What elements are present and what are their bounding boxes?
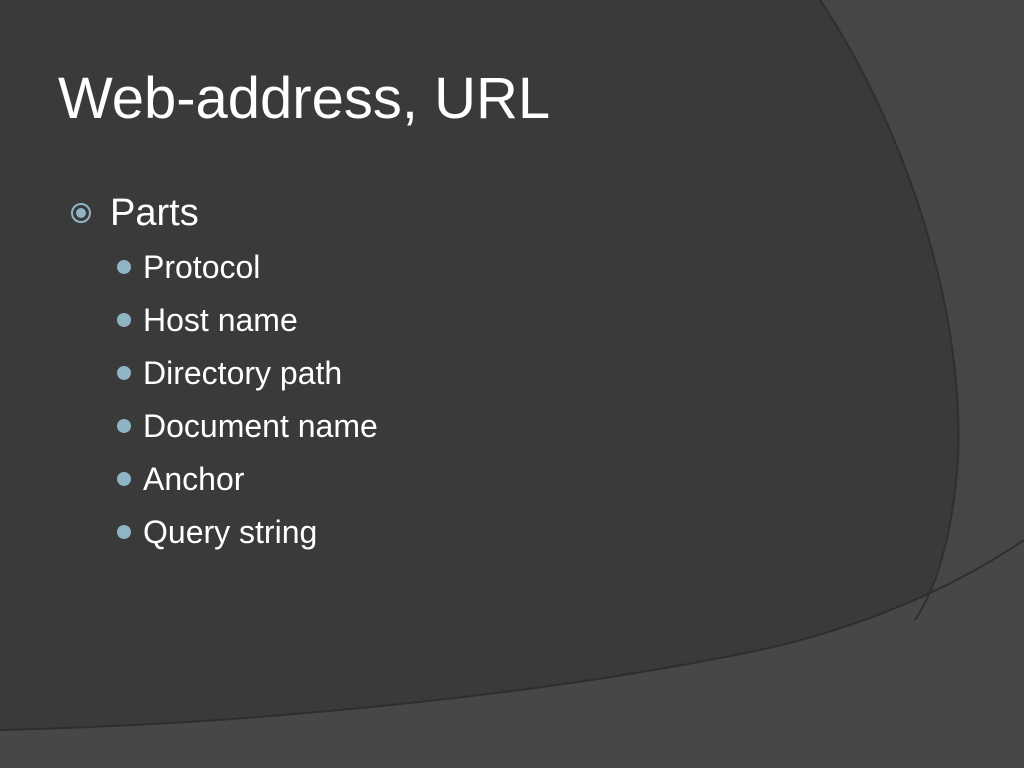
sub-bullet-list: Protocol Host name Directory path Docume…: [70, 242, 770, 560]
list-item-label: Query string: [143, 514, 318, 550]
list-item: Host name: [70, 295, 770, 348]
bottom-arc-line: [0, 539, 1024, 731]
list-item-label: Protocol: [143, 249, 261, 285]
bullet-dot-icon: [117, 366, 131, 380]
list-item: Query string: [70, 507, 770, 560]
circled-dot-icon: [71, 203, 91, 223]
bullet-dot-icon: [117, 525, 131, 539]
list-item: Protocol: [70, 242, 770, 295]
list-item: Directory path: [70, 348, 770, 401]
bullet-dot-icon: [117, 419, 131, 433]
right-arc-line: [819, 0, 960, 621]
bullet-label: Parts: [110, 192, 199, 234]
bullet-list: Parts Protocol Host name Directory path …: [70, 188, 770, 560]
slide-title: Web-address, URL: [58, 66, 551, 131]
bullet-dot-icon: [117, 260, 131, 274]
list-item-label: Directory path: [143, 355, 343, 391]
list-item-label: Anchor: [143, 461, 245, 497]
list-item-label: Host name: [143, 302, 298, 338]
bullet-dot-icon: [117, 472, 131, 486]
bottom-arc-band: [0, 540, 1024, 768]
list-item: Anchor: [70, 454, 770, 507]
list-item: Document name: [70, 401, 770, 454]
bullet-dot-icon: [117, 313, 131, 327]
top-right-arc-band: [820, 0, 1024, 620]
bullet-item-parts: Parts: [70, 188, 770, 238]
list-item-label: Document name: [143, 408, 378, 444]
